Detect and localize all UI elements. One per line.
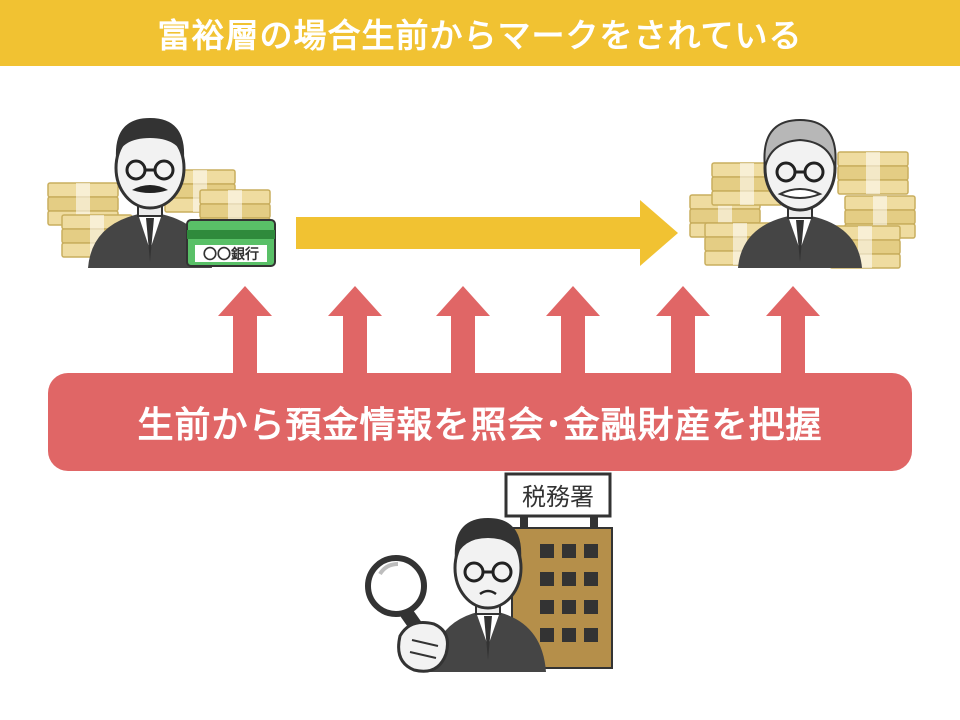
- businessman-icon: [88, 118, 212, 268]
- bank-card-icon: 〇〇銀行: [186, 219, 276, 267]
- transition-arrow: [296, 200, 678, 266]
- banner-text: 生前から預金情報を照会･金融財産を把握: [137, 405, 823, 446]
- elderly-man-icon: [738, 118, 862, 268]
- title-bar: 富裕層の場合生前からマークをされている: [0, 0, 960, 66]
- inquiry-arrow: [656, 286, 710, 374]
- page-title: 富裕層の場合生前からマークをされている: [157, 16, 803, 55]
- tax-office-sign: 税務署: [522, 483, 594, 511]
- bank-card-label: 〇〇銀行: [203, 246, 259, 263]
- inquiry-banner: 生前から預金情報を照会･金融財産を把握: [48, 373, 912, 471]
- tax-inspector-icon: [430, 518, 546, 672]
- inquiry-arrows: [218, 286, 820, 374]
- inquiry-arrow: [218, 286, 272, 374]
- inquiry-arrow: [328, 286, 382, 374]
- inquiry-arrow: [436, 286, 490, 374]
- inquiry-arrow: [766, 286, 820, 374]
- inquiry-arrow: [546, 286, 600, 374]
- magnifier-icon: [365, 555, 449, 673]
- tax-office-building-icon: 税務署: [504, 472, 613, 669]
